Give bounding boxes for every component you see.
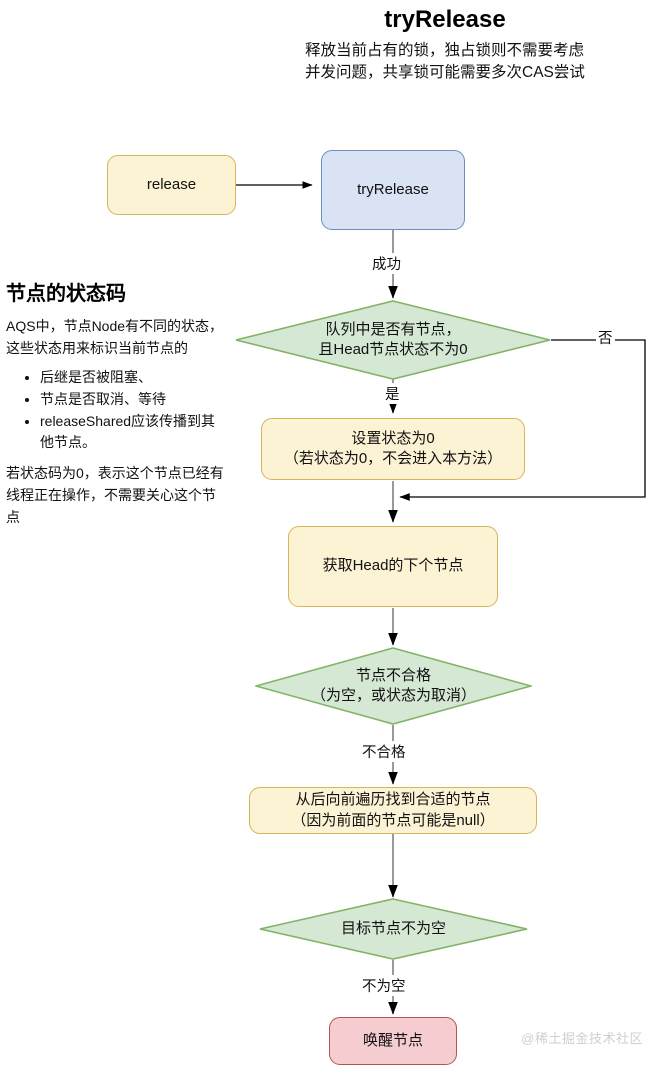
sidebar-note: 节点的状态码 AQS中，节点Node有不同的状态，这些状态用来标识当前节点的 后…	[6, 282, 228, 528]
list-item: releaseShared应该传播到其他节点。	[40, 411, 228, 453]
node-get-head-next[interactable]: 获取Head的下个节点	[288, 526, 498, 607]
node-decision-target-not-null[interactable]: 目标节点不为空	[259, 898, 528, 960]
edge-label-no: 否	[596, 327, 615, 348]
diamond-shape	[235, 300, 551, 380]
node-label: 目标节点不为空	[340, 919, 446, 937]
edge-label-success: 成功	[370, 253, 403, 274]
title-block: tryRelease 释放当前占有的锁，独占锁则不需要考虑并发问题，共享锁可能需…	[305, 6, 585, 85]
node-decision-queue-has-node[interactable]: 队列中是否有节点， 且Head节点状态不为0	[235, 300, 551, 380]
node-release[interactable]: release	[107, 155, 236, 215]
node-label: 节点不合格 （为空，或状态为取消）	[310, 666, 476, 704]
edge-label-yes: 是	[383, 383, 402, 404]
edge-label-unqualified: 不合格	[360, 741, 408, 762]
diamond-shape	[259, 898, 528, 960]
edge-label-not-null: 不为空	[360, 975, 408, 996]
node-traverse-backwards[interactable]: 从后向前遍历找到合适的节点 （因为前面的节点可能是null）	[249, 787, 537, 834]
sidebar-intro-text: AQS中，节点Node有不同的状态，这些状态用来标识当前节点的	[6, 318, 224, 356]
sidebar-bullet-list: 后继是否被阻塞、 节点是否取消、等待 releaseShared应该传播到其他节…	[6, 367, 228, 453]
node-set-status-zero[interactable]: 设置状态为0 （若状态为0，不会进入本方法）	[261, 418, 525, 480]
diamond-shape	[255, 647, 532, 725]
list-item: 后继是否被阻塞、	[40, 367, 228, 388]
page-title: tryRelease	[384, 6, 506, 33]
node-wake-node[interactable]: 唤醒节点	[329, 1017, 457, 1065]
sidebar-outro-text: 若状态码为0，表示这个节点已经有线程正在操作，不需要关心这个节点	[6, 465, 224, 525]
page-subtitle: 释放当前占有的锁，独占锁则不需要考虑并发问题，共享锁可能需要多次CAS尝试	[305, 41, 585, 82]
list-item: 节点是否取消、等待	[40, 389, 228, 410]
node-tryrelease[interactable]: tryRelease	[321, 150, 465, 230]
node-decision-node-unqualified[interactable]: 节点不合格 （为空，或状态为取消）	[255, 647, 532, 725]
sidebar-heading: 节点的状态码	[6, 283, 126, 305]
watermark: @稀土掘金技术社区	[521, 1031, 643, 1046]
node-label: 队列中是否有节点， 且Head节点状态不为0	[318, 320, 468, 358]
